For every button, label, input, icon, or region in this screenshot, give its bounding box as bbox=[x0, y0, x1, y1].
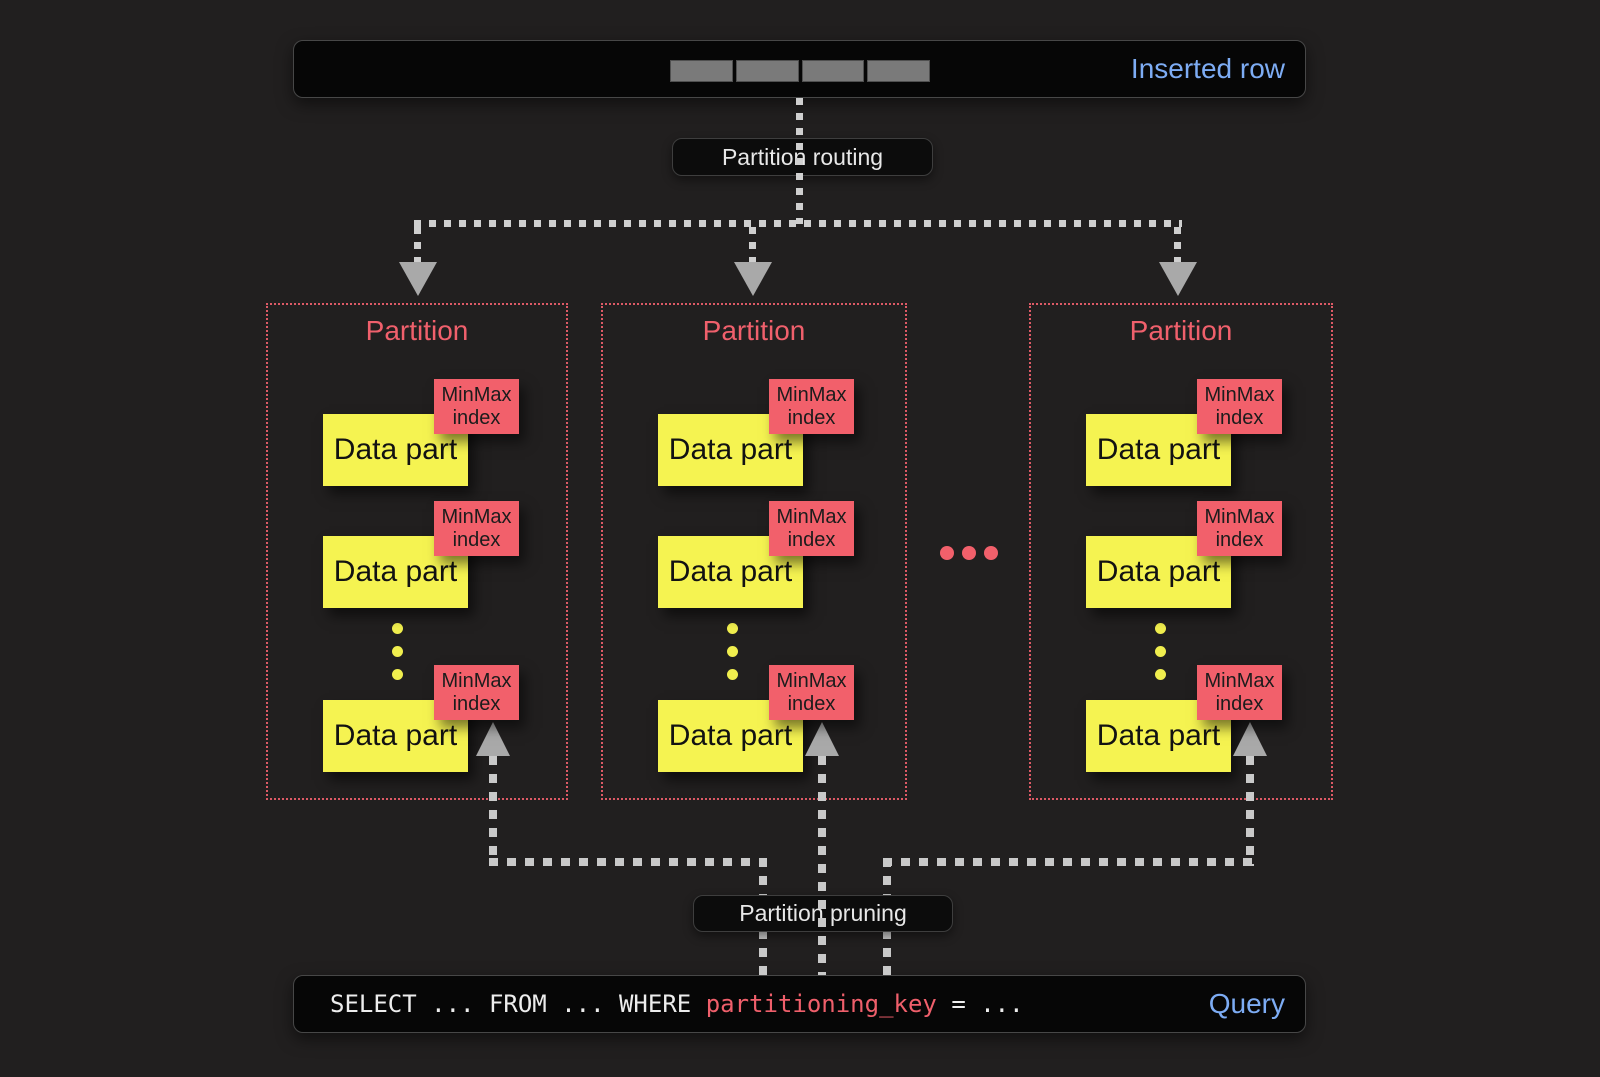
inserted-row-cells bbox=[670, 60, 930, 82]
arrow-up-icon bbox=[805, 722, 839, 756]
more-parts-ellipsis bbox=[727, 623, 738, 680]
data-part: Data part bbox=[658, 414, 803, 486]
minmax-index: MinMax index bbox=[434, 665, 519, 720]
inserted-row-bar: Inserted row bbox=[293, 40, 1306, 98]
minmax-index: MinMax index bbox=[769, 665, 854, 720]
pruning-line-left-horizontal bbox=[489, 858, 767, 866]
arrow-down-icon bbox=[734, 262, 772, 296]
query-bar: SELECT ... FROM ... WHERE partitioning_k… bbox=[293, 975, 1306, 1033]
minmax-index: MinMax index bbox=[1197, 501, 1282, 556]
query-label: Query bbox=[1208, 988, 1285, 1019]
minmax-index: MinMax index bbox=[434, 501, 519, 556]
ellipsis-dot bbox=[727, 623, 738, 634]
partition-title: Partition bbox=[702, 315, 806, 346]
row-cell bbox=[735, 60, 799, 82]
sql-text: SELECT ... FROM ... WHERE partitioning_k… bbox=[330, 976, 1024, 1032]
minmax-index: MinMax index bbox=[434, 379, 519, 434]
arrow-up-icon bbox=[1233, 722, 1267, 756]
inserted-row-label: Inserted row bbox=[1130, 53, 1285, 84]
ellipsis-dot bbox=[984, 546, 998, 560]
ellipsis-dot bbox=[1155, 623, 1166, 634]
pruning-line-middle-vertical bbox=[818, 756, 826, 975]
sql-suffix: = ... bbox=[936, 990, 1024, 1018]
arrow-down-icon bbox=[1159, 262, 1197, 296]
arrow-down-icon bbox=[399, 262, 437, 296]
ellipsis-dot bbox=[392, 669, 403, 680]
partition-box-1: Partition Data part MinMax index Data pa… bbox=[266, 303, 568, 800]
minmax-index: MinMax index bbox=[769, 379, 854, 434]
pruning-line-right-horizontal bbox=[883, 858, 1254, 866]
routing-center-line bbox=[796, 98, 803, 224]
more-partitions-ellipsis bbox=[940, 546, 998, 560]
routing-branch-left bbox=[414, 227, 421, 262]
partition-title: Partition bbox=[1129, 315, 1233, 346]
partition-box-2: Partition Data part MinMax index Data pa… bbox=[601, 303, 907, 800]
ellipsis-dot bbox=[727, 669, 738, 680]
ellipsis-dot bbox=[940, 546, 954, 560]
more-parts-ellipsis bbox=[392, 623, 403, 680]
sql-prefix: SELECT ... FROM ... WHERE bbox=[330, 990, 706, 1018]
partition-box-3: Partition Data part MinMax index Data pa… bbox=[1029, 303, 1333, 800]
pruning-line-left-vertical-upper bbox=[489, 756, 497, 866]
row-cell bbox=[670, 60, 733, 82]
ellipsis-dot bbox=[1155, 646, 1166, 657]
ellipsis-dot bbox=[727, 646, 738, 657]
pruning-line-right-vertical-upper bbox=[1246, 756, 1254, 866]
minmax-index: MinMax index bbox=[1197, 665, 1282, 720]
data-part: Data part bbox=[658, 536, 803, 608]
partition-title: Partition bbox=[365, 315, 469, 346]
ellipsis-dot bbox=[962, 546, 976, 560]
ellipsis-dot bbox=[392, 646, 403, 657]
sql-partitioning-key: partitioning_key bbox=[705, 990, 937, 1018]
more-parts-ellipsis bbox=[1155, 623, 1166, 680]
row-cell bbox=[801, 60, 865, 82]
arrow-up-icon bbox=[476, 722, 510, 756]
minmax-index: MinMax index bbox=[1197, 379, 1282, 434]
row-cell bbox=[867, 60, 930, 82]
ellipsis-dot bbox=[392, 623, 403, 634]
data-part: Data part bbox=[1086, 700, 1231, 772]
minmax-index: MinMax index bbox=[769, 501, 854, 556]
routing-branch-right bbox=[1174, 227, 1181, 262]
routing-branch-middle bbox=[749, 227, 756, 262]
ellipsis-dot bbox=[1155, 669, 1166, 680]
